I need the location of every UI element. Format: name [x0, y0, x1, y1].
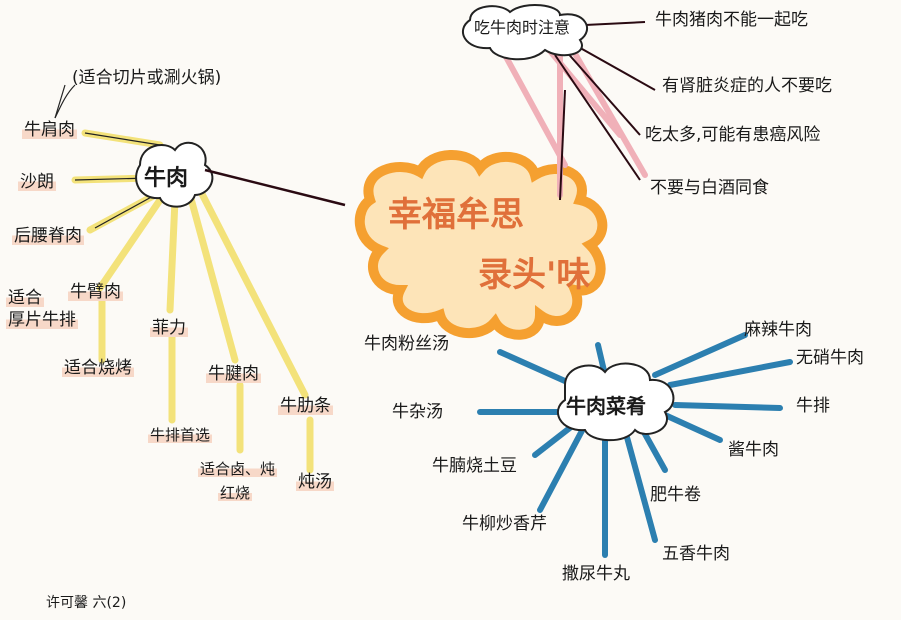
notes-node: 吃牛肉时注意: [474, 18, 571, 37]
tendon-label: 牛腱肉: [206, 364, 261, 384]
dish-steak: 牛排: [796, 396, 830, 416]
dish-celery: 牛柳炒香芹: [462, 514, 547, 534]
arm-label: 牛臂肉: [68, 282, 123, 302]
dish-nitrite: 无硝牛肉: [796, 348, 864, 368]
rump-note-2: 厚片牛排: [6, 310, 78, 330]
note-item-3: 吃太多,可能有患癌风险: [645, 125, 821, 145]
fillet-label: 菲力: [150, 318, 188, 338]
center-title-line1: 幸福牟思: [388, 195, 524, 235]
author-signature: 许可馨 六(2): [46, 595, 127, 611]
dish-offal: 牛杂汤: [392, 402, 443, 422]
fillet-note: 牛排首选: [148, 426, 213, 444]
shoulder-note: (适合切片或涮火锅): [72, 68, 222, 88]
dish-spicy: 麻辣牛肉: [744, 320, 812, 340]
brisket-label: 牛肋条: [278, 396, 333, 416]
dishes-node: 牛肉菜肴: [566, 394, 646, 418]
dish-potato: 牛腩烧土豆: [432, 456, 517, 476]
brisket-note: 炖汤: [296, 472, 334, 492]
rump-note-1: 适合: [6, 288, 44, 308]
dish-meatball: 撒尿牛丸: [562, 564, 630, 584]
dish-fatbeef: 肥牛卷: [650, 485, 701, 505]
center-title-line2: 录头'味: [478, 255, 591, 295]
note-item-1: 牛肉猪肉不能一起吃: [655, 10, 808, 30]
note-item-2: 有肾脏炎症的人不要吃: [662, 76, 832, 96]
tendon-note-1: 适合卤、炖: [198, 460, 278, 478]
shoulder-label: 牛肩肉: [22, 120, 77, 140]
dish-vermicelli: 牛肉粉丝汤: [364, 334, 449, 354]
dish-fivespice: 五香牛肉: [662, 544, 730, 564]
center-cloud: [354, 150, 608, 340]
rump-label: 后腰脊肉: [12, 226, 84, 246]
note-item-4: 不要与白酒同食: [650, 178, 769, 198]
sirloin-label: 沙朗: [18, 172, 56, 192]
arm-note: 适合烧烤: [62, 358, 134, 378]
tendon-note-2: 红烧: [218, 484, 253, 502]
beef-node: 牛肉: [144, 166, 189, 191]
dish-sauce: 酱牛肉: [728, 440, 779, 460]
